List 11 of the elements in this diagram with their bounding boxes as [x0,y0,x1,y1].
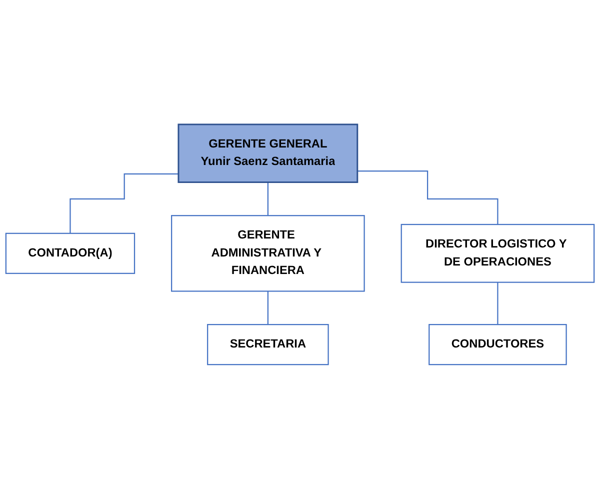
connector [497,282,498,326]
node-box: GERENTE GENERAL Yunir Saenz Santamaria [178,124,358,183]
node-box: CONDUCTORES [428,324,567,366]
node-box: SECRETARIA [207,324,329,366]
connector [267,182,268,216]
node-box: GERENTE ADMINISTRATIVA Y FINANCIERA [171,215,365,292]
node-box: CONTADOR(A) [5,232,136,274]
connector [70,173,178,234]
connector [267,290,268,326]
node-box: DIRECTOR LOGISTICO Y DE OPERACIONES [400,224,595,283]
connector [357,170,498,226]
